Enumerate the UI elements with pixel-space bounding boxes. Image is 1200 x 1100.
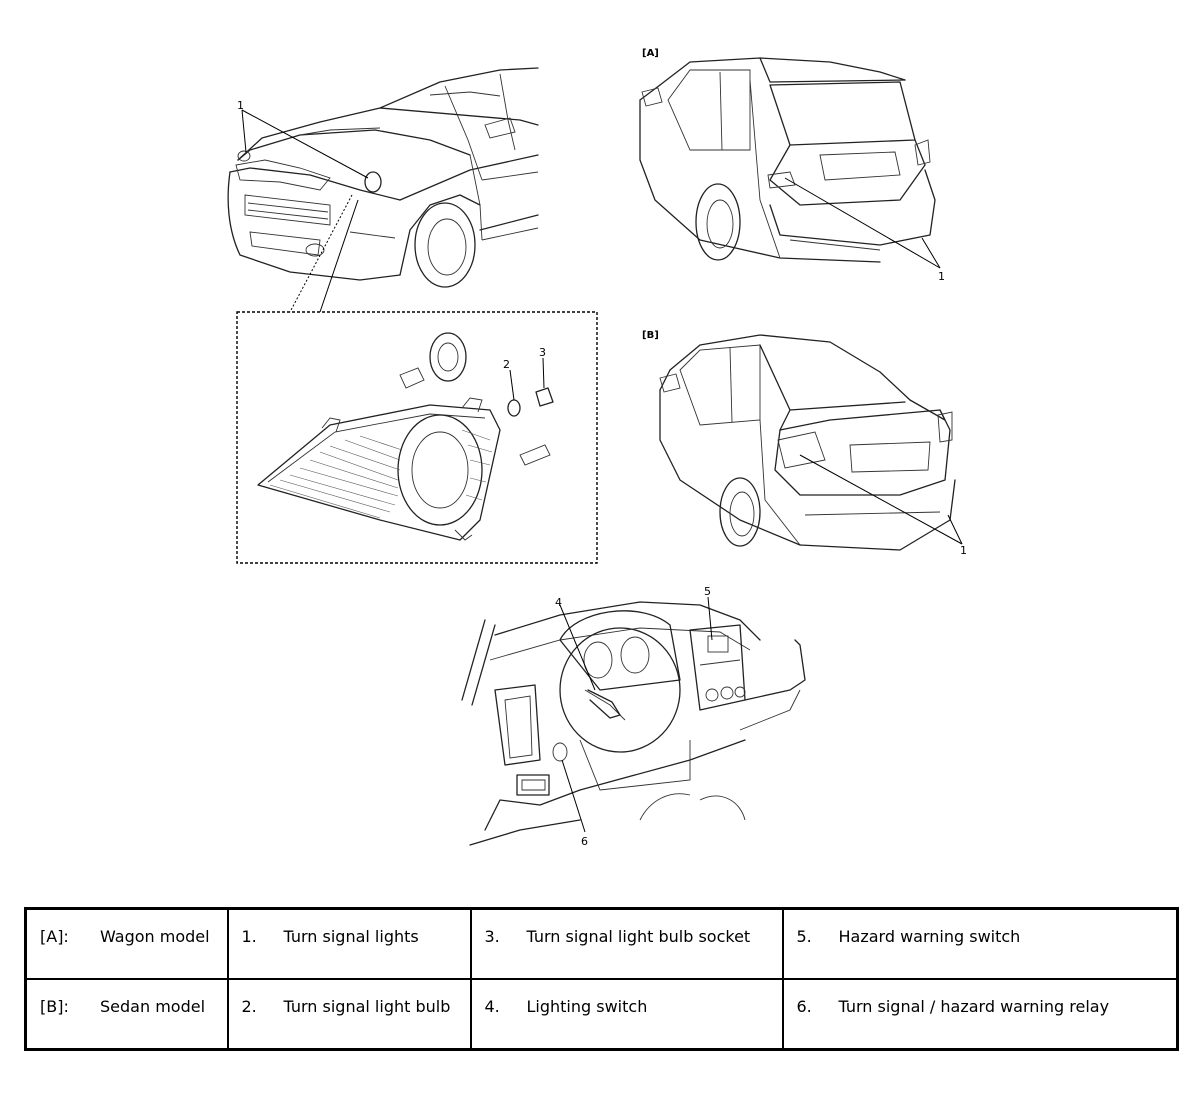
legend-item-5: 5. Hazard warning switch [781,907,1179,980]
callout-sedan-1: 1 [960,544,967,557]
callout-detail-2: 2 [503,358,510,371]
legend-table: [A]: Wagon model 1. Turn signal lights 3… [24,907,1179,1051]
legend-item-3: 3. Turn signal light bulb socket [469,907,784,980]
wiring-location-diagram: 1 [227,48,967,848]
dashboard-drawing [461,601,806,846]
legend-row: [A]: Wagon model 1. Turn signal lights 3… [24,907,1179,980]
legend-text: Turn signal light bulb socket [526,927,751,946]
sedan-rear-drawing [659,334,956,551]
legend-model-a: [A]: Wagon model [24,907,229,980]
legend-text: Turn signal light bulb [283,997,451,1016]
callout-wagon-1: 1 [938,270,945,283]
legend-number: 2. [241,997,257,1016]
legend-text: Turn signal lights [283,927,419,946]
view-tag-wagon: [A] [642,48,659,59]
view-tag-sedan: [B] [642,330,659,341]
legend-text: Wagon model [100,927,210,946]
callout-dash-4: 4 [555,596,562,609]
callout-dash-6: 6 [581,835,588,848]
callout-detail-3: 3 [539,346,546,359]
front-car-drawing [227,67,539,288]
legend-item-6: 6. Turn signal / hazard warning relay [781,978,1179,1051]
legend-text: Hazard warning switch [838,927,1021,946]
legend-code: [A]: [40,927,69,946]
legend-text: Turn signal / hazard warning relay [838,997,1110,1016]
legend-number: 6. [796,997,812,1016]
callout-front-1: 1 [237,99,244,112]
legend-row: [B]: Sedan model 2. Turn signal light bu… [24,978,1179,1051]
legend-number: 4. [484,997,500,1016]
legend-text: Sedan model [100,997,206,1016]
wagon-rear-drawing [639,57,936,263]
legend-code: [B]: [40,997,69,1016]
legend-number: 3. [484,927,500,946]
legend-number: 5. [796,927,812,946]
legend-number: 1. [241,927,257,946]
legend-item-1: 1. Turn signal lights [226,907,472,980]
headlamp-detail-inset [236,311,598,564]
legend-model-b: [B]: Sedan model [24,978,229,1051]
legend-item-2: 2. Turn signal light bulb [226,978,472,1051]
callout-dash-5: 5 [704,585,711,598]
legend-item-4: 4. Lighting switch [469,978,784,1051]
legend-text: Lighting switch [526,997,648,1016]
